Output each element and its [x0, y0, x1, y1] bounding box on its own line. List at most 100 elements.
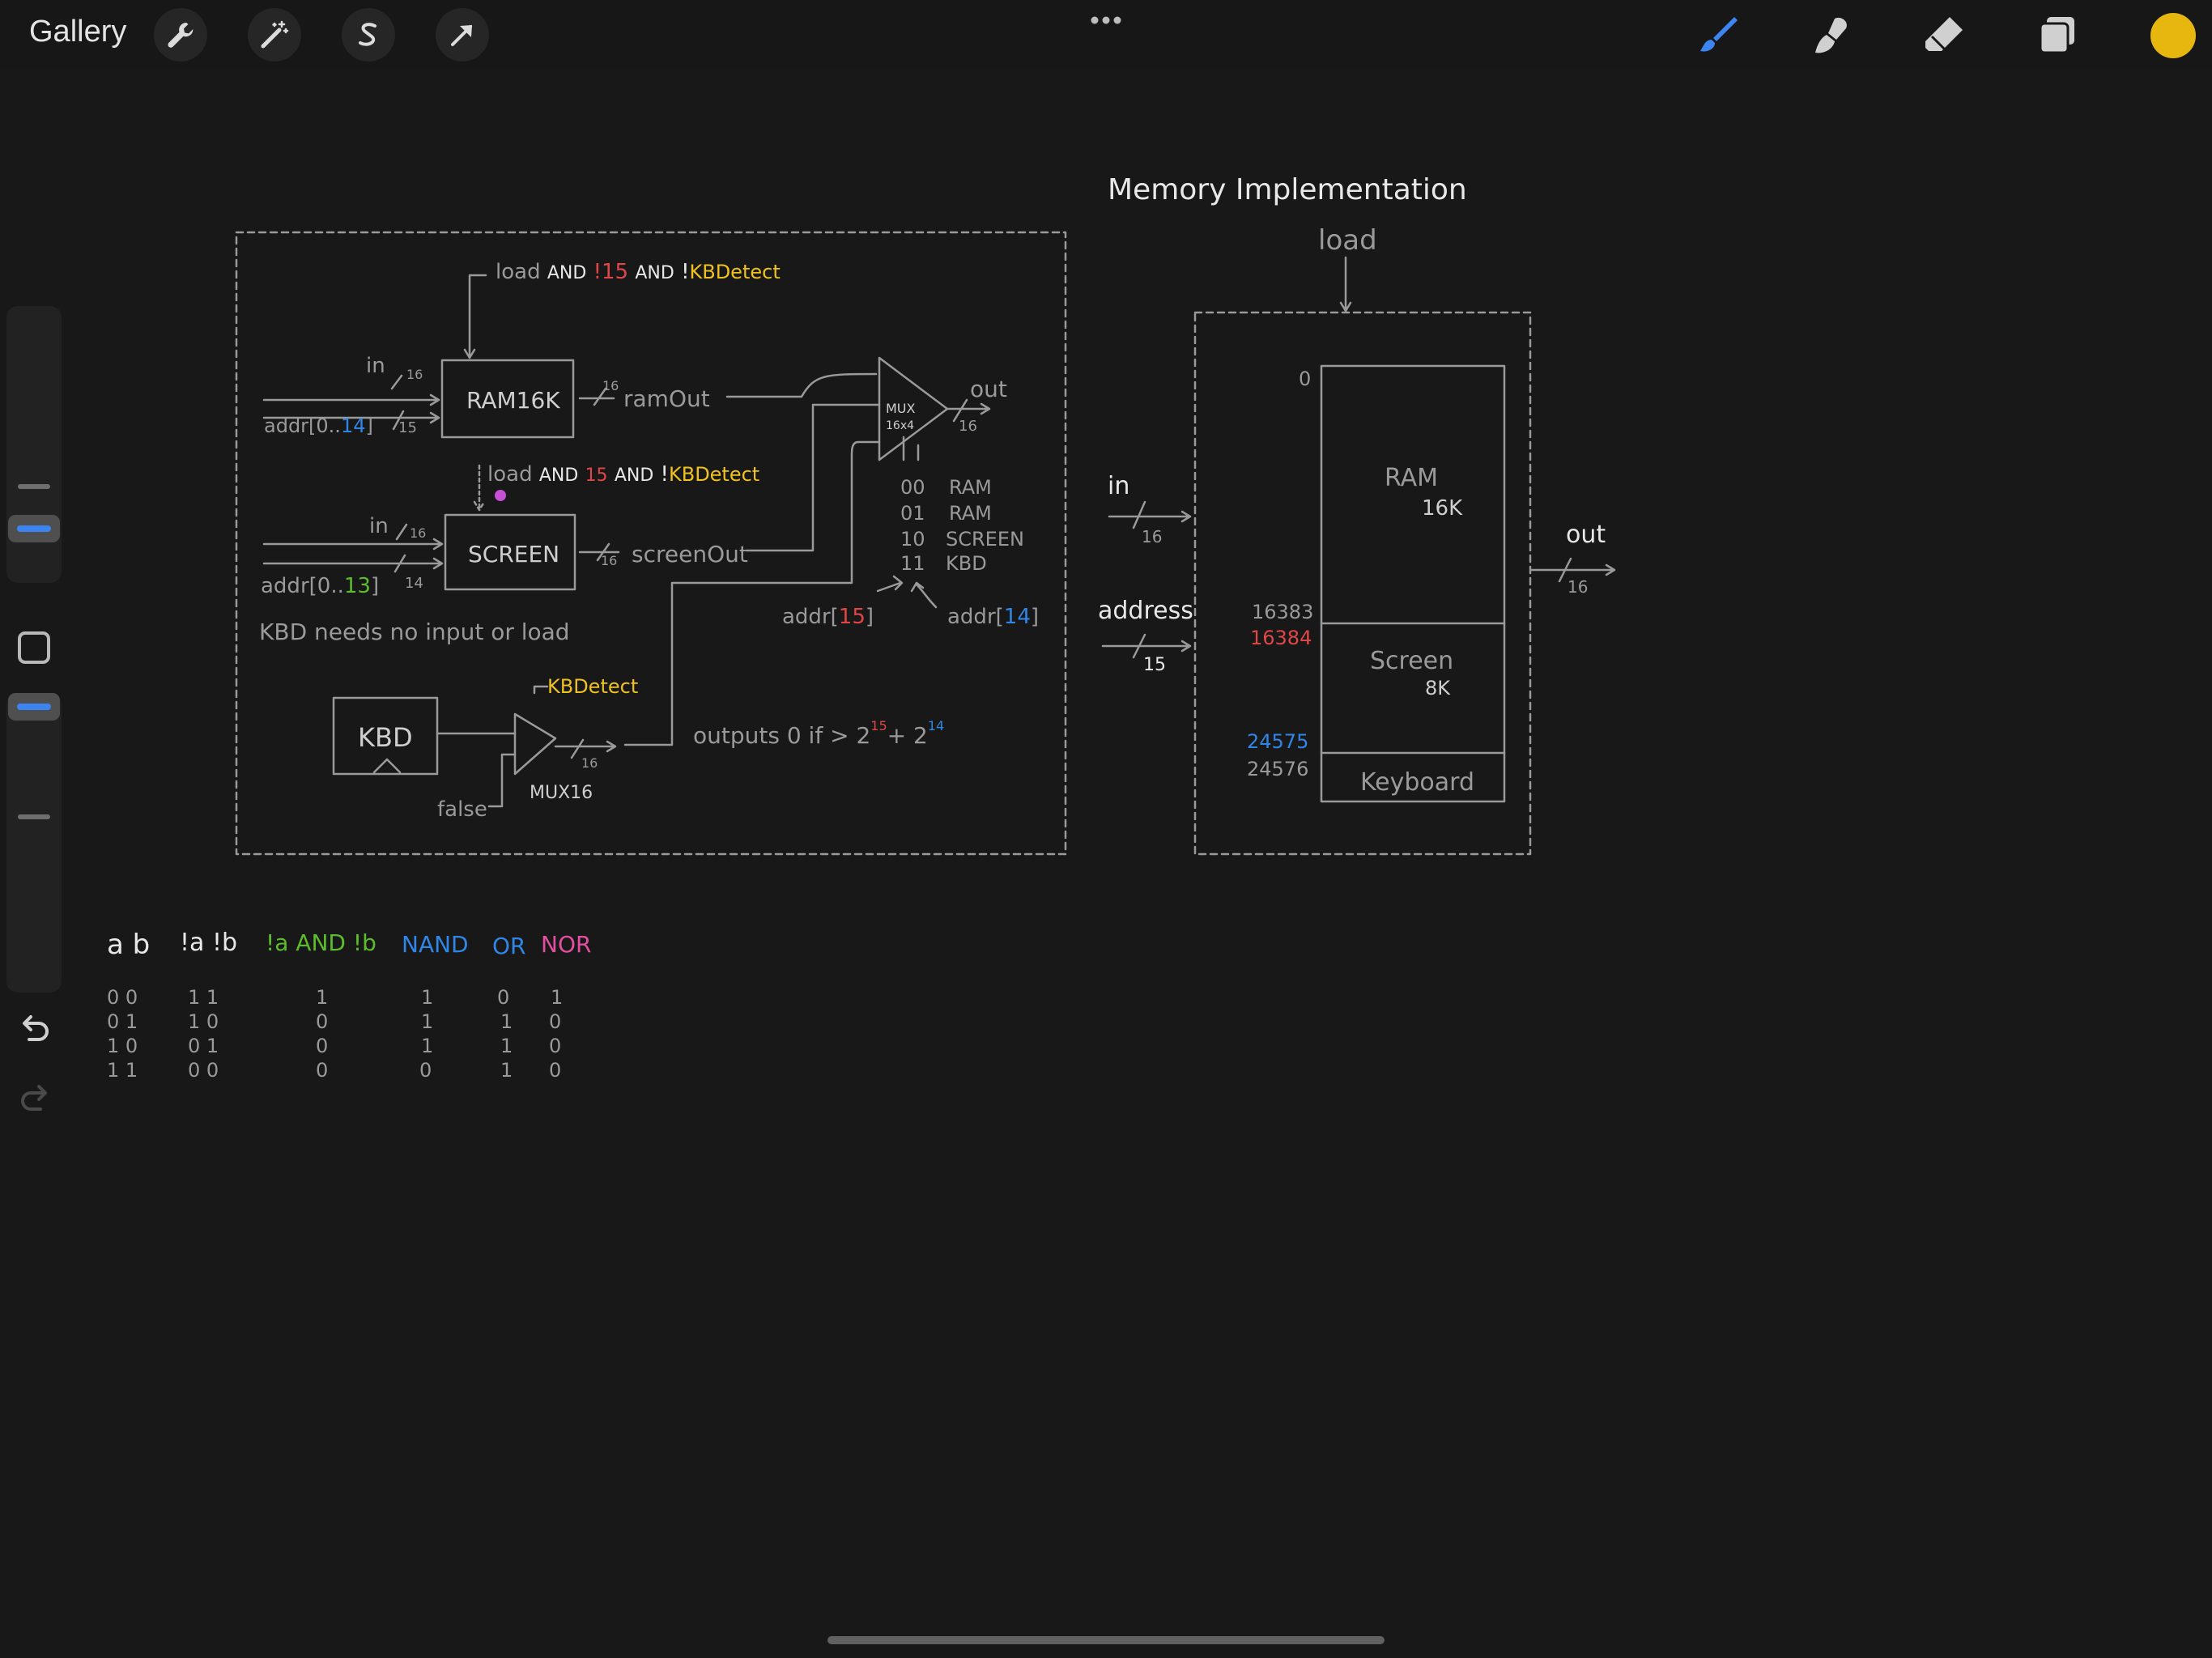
address-label: address	[1098, 597, 1193, 625]
magic-wand-icon	[261, 20, 289, 49]
home-indicator[interactable]	[827, 1636, 1385, 1644]
addr14-label: addr[14]	[947, 605, 1039, 629]
color-picker-button[interactable]	[2150, 13, 2196, 58]
ram-in-wire	[262, 374, 440, 406]
selection-s-icon	[359, 23, 376, 46]
out-bits: 16	[1568, 577, 1588, 597]
ellipsis-icon	[1091, 16, 1121, 24]
mux-out-bits: 16	[959, 418, 977, 435]
keyboard-region-label: Keyboard	[1360, 768, 1474, 797]
top-toolbar: Gallery	[0, 0, 2212, 70]
select-row-0-name: RAM	[949, 476, 992, 499]
brush-size-thumb[interactable]	[8, 515, 60, 542]
ram-addr-label: addr[0..14]	[264, 414, 373, 437]
mux16-shape	[513, 712, 557, 776]
select-row-2-code: 10	[900, 528, 925, 551]
arrow-transform-icon	[451, 25, 472, 46]
kbd-clock-marker	[372, 758, 402, 774]
adjustments-button[interactable]	[248, 8, 301, 62]
tt-r0-or: 0	[497, 986, 509, 1009]
opacity-thumb[interactable]	[8, 693, 60, 721]
more-options-button[interactable]	[1085, 6, 1127, 34]
mux-label: MUX	[886, 401, 916, 416]
select-row-2-name: SCREEN	[946, 528, 1024, 551]
slider-notch	[18, 484, 50, 489]
transform-button[interactable]	[436, 8, 489, 62]
screen-in-label: in	[369, 514, 389, 538]
actions-button[interactable]	[154, 8, 207, 62]
tt-r1-nots: 1 0	[188, 1010, 219, 1033]
tt-r2-nor: 0	[549, 1035, 561, 1057]
in-arrow	[1108, 500, 1192, 529]
screen-out-wire	[745, 403, 881, 552]
outputs-note: outputs 0 if > 215+ 214	[693, 718, 944, 749]
right-dashed-frame	[1193, 311, 1532, 856]
tt-header-ab: a b	[107, 929, 150, 961]
modify-button[interactable]	[18, 631, 50, 664]
screen-load-label: load AND 15 AND !KBDetect	[487, 462, 759, 487]
kbd-box	[332, 696, 439, 776]
kbd-box-label: KBD	[358, 722, 413, 753]
addr-24575: 24575	[1247, 730, 1308, 753]
tt-r3-nor: 0	[549, 1059, 561, 1082]
tt-header-and: !a AND !b	[266, 929, 376, 956]
tt-header-nor: NOR	[541, 931, 591, 958]
mux16-label: MUX16	[530, 783, 593, 803]
memory-map-box	[1320, 364, 1506, 803]
in-bits: 16	[1142, 527, 1162, 546]
ram-out-label: ramOut	[623, 385, 710, 412]
tt-r2-nots: 0 1	[188, 1035, 219, 1057]
tt-r0-and: 1	[316, 986, 328, 1009]
tt-r3-or: 1	[500, 1059, 513, 1082]
kbdetect-label: KBDetect	[547, 675, 638, 698]
addr-24576: 24576	[1247, 758, 1308, 780]
screen-box	[444, 513, 576, 591]
gallery-button[interactable]: Gallery	[29, 15, 127, 49]
select-row-3-name: KBD	[946, 552, 987, 575]
address-bits: 15	[1143, 655, 1166, 675]
tt-r0-nor: 1	[551, 986, 563, 1009]
kbd-out-wire	[623, 440, 881, 746]
eraser-tool[interactable]	[1917, 10, 1971, 62]
select-row-1-name: RAM	[949, 502, 992, 525]
tt-r0-nots: 1 1	[188, 986, 219, 1009]
smudge-tool[interactable]	[1804, 10, 1857, 62]
mux-sub-label: 16x4	[886, 419, 914, 432]
brush-size-slider[interactable]	[6, 306, 62, 583]
out-arrow	[1530, 557, 1616, 583]
tt-r1-nand: 1	[421, 1010, 433, 1033]
ram16k-label: RAM16K	[466, 387, 560, 414]
opacity-slider[interactable]	[6, 693, 62, 993]
addr-16384: 16384	[1250, 627, 1312, 649]
mux-out-label: out	[970, 376, 1007, 402]
in-label: in	[1108, 472, 1129, 500]
addr14-arrow	[910, 581, 938, 609]
ram-load-label: load AND !15 AND !KBDetect	[496, 260, 781, 284]
drawing-canvas[interactable]: load AND !15 AND !KBDetect RAM16K in 16 …	[0, 70, 2212, 1658]
mux16x4-shape	[878, 356, 949, 461]
selection-button[interactable]	[342, 8, 395, 62]
tt-r2-and: 0	[316, 1035, 328, 1057]
addr-0: 0	[1299, 368, 1311, 390]
memory-map-dividers	[1320, 622, 1506, 755]
tt-r3-and: 0	[316, 1059, 328, 1082]
screen-in-bits: 16	[410, 525, 426, 541]
screen-region-label: Screen	[1370, 647, 1453, 675]
brush-tool[interactable]	[1691, 10, 1744, 62]
slider-notch	[18, 814, 50, 819]
ram-addr-wire	[262, 410, 440, 431]
undo-icon[interactable]	[18, 1012, 52, 1046]
screen-addr-bits: 14	[405, 575, 423, 592]
redo-icon[interactable]	[18, 1082, 52, 1116]
tt-r3-ab: 1 1	[107, 1059, 138, 1082]
smudge-icon	[1815, 17, 1847, 53]
mux16-bits: 16	[581, 755, 598, 771]
screen-addr-wire	[262, 554, 444, 573]
addr15-arrow	[876, 575, 904, 593]
screen-region-size: 8K	[1425, 677, 1451, 699]
select-row-0-code: 00	[900, 476, 925, 499]
tt-r2-nand: 1	[421, 1035, 433, 1057]
layers-button[interactable]	[2031, 10, 2084, 62]
load-label: load	[1318, 224, 1377, 257]
tt-r2-or: 1	[500, 1035, 513, 1057]
